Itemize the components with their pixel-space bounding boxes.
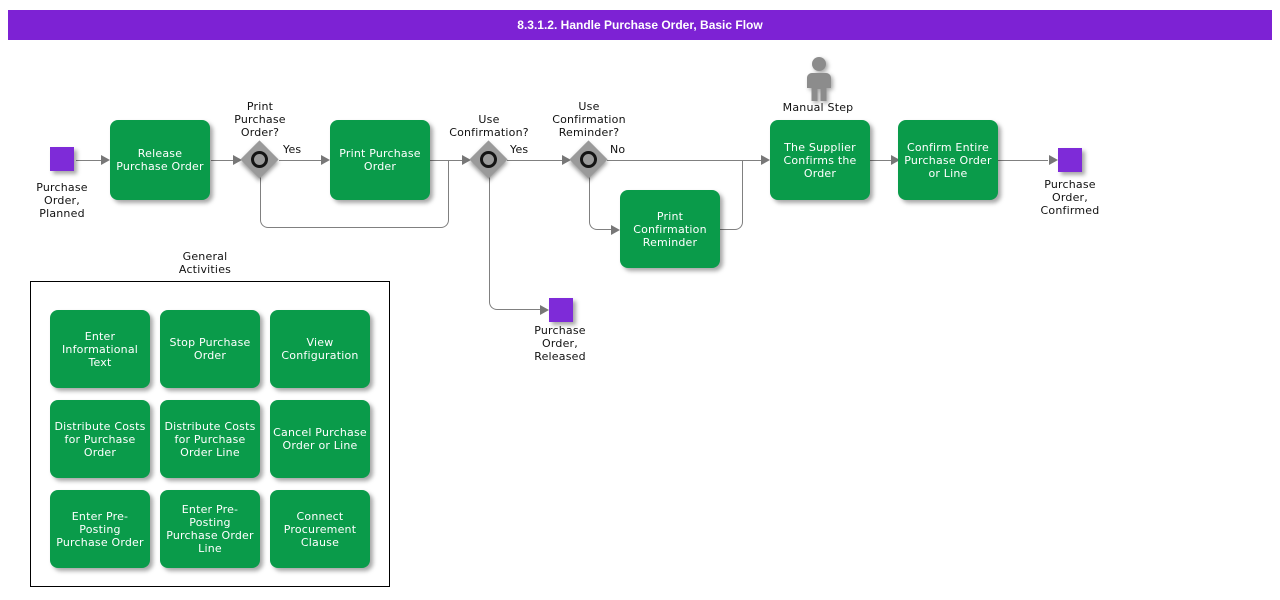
arrowhead-icon	[562, 155, 571, 165]
event-purchase-order-released[interactable]	[549, 298, 573, 322]
activity-label: Confirm Entire Purchase Order or Line	[904, 140, 992, 180]
connector-decision2-to-released	[489, 160, 541, 310]
activity-release-purchase-order[interactable]: Release Purchase Order	[110, 120, 210, 200]
activity-label: Connect Procurement Clause	[283, 509, 357, 549]
activity-label: Release Purchase Order	[116, 147, 204, 173]
activity-distribute-costs-po-line[interactable]: Distribute Costs for Purchase Order Line	[160, 400, 260, 478]
activity-label: Print Confirmation Reminder	[633, 209, 707, 249]
diagram-title: 8.3.1.2. Handle Purchase Order, Basic Fl…	[517, 18, 763, 32]
connector-reminder-to-merge	[720, 160, 743, 230]
connector-decision3-to-supplier	[607, 160, 761, 161]
activity-confirm-entire-po-or-line[interactable]: Confirm Entire Purchase Order or Line	[898, 120, 998, 200]
activity-label: Distribute Costs for Purchase Order	[54, 419, 146, 459]
connector-decision1-to-printpo	[279, 160, 321, 161]
gateway-marker-icon	[251, 151, 268, 168]
activity-view-configuration[interactable]: View Configuration	[270, 310, 370, 388]
event-label-confirmed: Purchase Order, Confirmed	[1040, 178, 1100, 217]
branch-label-yes: Yes	[510, 143, 529, 156]
event-purchase-order-confirmed[interactable]	[1058, 148, 1082, 172]
event-label-released: Purchase Order, Released	[534, 324, 586, 363]
arrowhead-icon	[101, 155, 110, 165]
connector-supplier-to-confirm	[870, 160, 891, 161]
arrowhead-icon	[891, 155, 900, 165]
activity-stop-purchase-order[interactable]: Stop Purchase Order	[160, 310, 260, 388]
activity-enter-preposting-po[interactable]: Enter Pre- Posting Purchase Order	[50, 490, 150, 568]
arrowhead-icon	[321, 155, 330, 165]
arrowhead-icon	[233, 155, 242, 165]
activity-label: Enter Pre- Posting Purchase Order Line	[166, 503, 254, 555]
activity-print-purchase-order[interactable]: Print Purchase Order	[330, 120, 430, 200]
activity-label: Enter Informational Text	[61, 329, 139, 369]
activity-label: Print Purchase Order	[339, 147, 421, 173]
gateway-marker-icon	[580, 151, 597, 168]
decision-label-use-confirmation: Use Confirmation?	[449, 113, 529, 139]
event-label-planned: Purchase Order, Planned	[36, 181, 88, 220]
branch-label-no: No	[610, 143, 626, 156]
activity-connect-procurement-clause[interactable]: Connect Procurement Clause	[270, 490, 370, 568]
activity-label: Cancel Purchase Order or Line	[273, 426, 367, 452]
activity-distribute-costs-po[interactable]: Distribute Costs for Purchase Order	[50, 400, 150, 478]
connector-decision1-bypass	[260, 160, 449, 228]
arrowhead-icon	[761, 155, 770, 165]
event-purchase-order-planned[interactable]	[50, 147, 74, 171]
activity-enter-preposting-po-line[interactable]: Enter Pre- Posting Purchase Order Line	[160, 490, 260, 568]
activity-label: Distribute Costs for Purchase Order Line	[164, 419, 256, 459]
arrowhead-icon	[540, 305, 549, 315]
general-activities-title: General Activities	[178, 250, 232, 276]
connector-start-to-release	[76, 160, 101, 161]
diagram-title-bar: 8.3.1.2. Handle Purchase Order, Basic Fl…	[8, 10, 1272, 40]
connector-confirm-to-end	[997, 160, 1048, 161]
manual-step-person-icon	[807, 57, 831, 101]
decision-label-print-po: Print Purchase Order?	[234, 100, 286, 139]
connector-decision3-to-reminder	[589, 160, 612, 230]
activity-supplier-confirms-order[interactable]: The Supplier Confirms the Order	[770, 120, 870, 200]
activity-cancel-po-or-line[interactable]: Cancel Purchase Order or Line	[270, 400, 370, 478]
arrowhead-icon	[462, 155, 471, 165]
activity-label: The Supplier Confirms the Order	[783, 140, 857, 180]
manual-step-label: Manual Step	[782, 101, 854, 114]
arrowhead-icon	[611, 225, 620, 235]
activity-enter-informational-text[interactable]: Enter Informational Text	[50, 310, 150, 388]
arrowhead-icon	[1049, 155, 1058, 165]
activity-print-confirmation-reminder[interactable]: Print Confirmation Reminder	[620, 190, 720, 268]
gateway-marker-icon	[480, 151, 497, 168]
activity-label: Enter Pre- Posting Purchase Order	[56, 509, 144, 549]
decision-label-use-confirmation-reminder: Use Confirmation Reminder?	[552, 100, 626, 139]
activity-label: Stop Purchase Order	[169, 336, 251, 362]
activity-label: View Configuration	[281, 336, 359, 362]
connector-release-to-decision1	[211, 160, 233, 161]
branch-label-yes: Yes	[283, 143, 302, 156]
